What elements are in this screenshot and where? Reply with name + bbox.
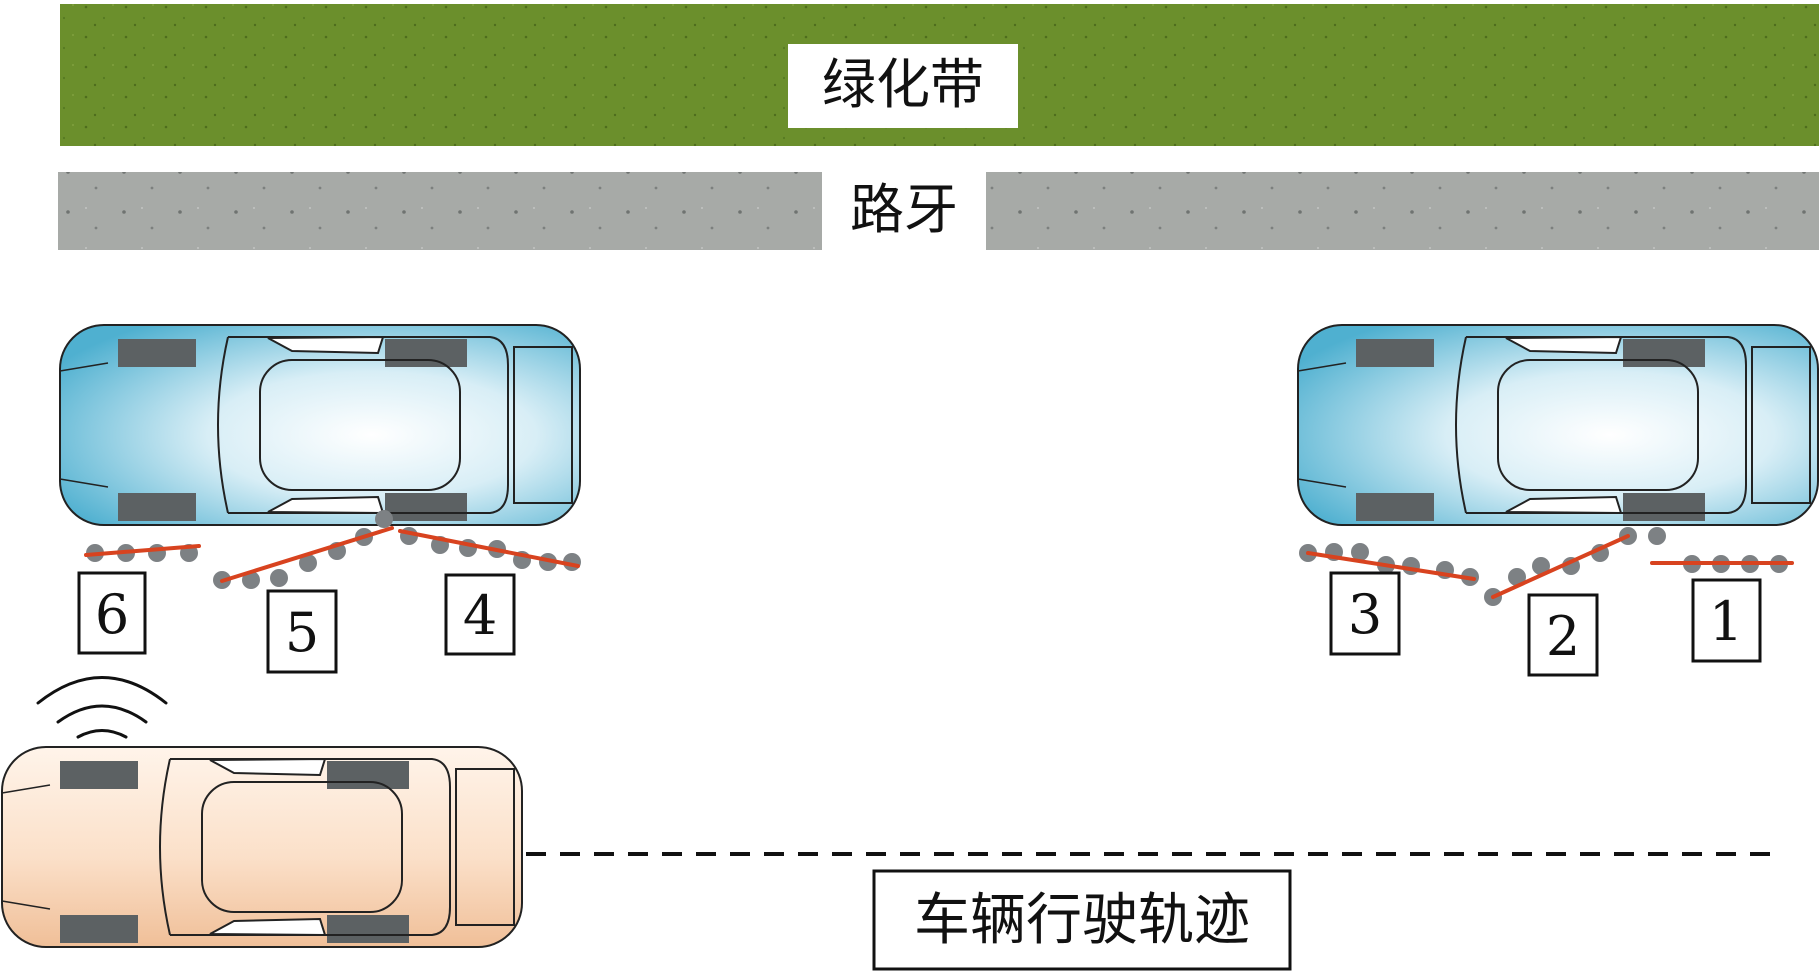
svg-text:4: 4 xyxy=(463,584,497,647)
parked-car-left xyxy=(59,324,581,526)
fit-line-6 xyxy=(84,544,201,557)
curb-label-box xyxy=(822,168,986,254)
echo-point xyxy=(1351,543,1369,561)
svg-text:2: 2 xyxy=(1546,605,1580,668)
fit-line-3 xyxy=(1306,551,1476,581)
fit-line-4 xyxy=(398,529,580,568)
echo-point xyxy=(1648,527,1666,545)
green-belt-label-box xyxy=(788,44,1018,128)
echo-point xyxy=(270,569,288,587)
curb-label: 路牙 xyxy=(850,178,958,241)
echo-point xyxy=(375,510,393,528)
svg-text:3: 3 xyxy=(1348,583,1382,646)
ego-car xyxy=(1,746,523,948)
segment-label-5: 5 xyxy=(266,589,338,674)
svg-text:6: 6 xyxy=(95,583,129,646)
segment-label-4: 4 xyxy=(444,573,516,656)
trajectory-label: 车辆行驶轨迹 xyxy=(872,869,1292,971)
echo-point xyxy=(1508,568,1526,586)
parked-car-right xyxy=(1297,324,1819,526)
echo-point xyxy=(299,554,317,572)
segment-label-1: 1 xyxy=(1691,578,1762,663)
fit-line-2 xyxy=(1491,534,1630,599)
svg-text:1: 1 xyxy=(1709,590,1743,653)
svg-text:5: 5 xyxy=(285,601,319,664)
echo-point xyxy=(1402,557,1420,575)
echo-point xyxy=(1532,557,1550,575)
green-belt-label: 绿化带 xyxy=(822,53,984,116)
segment-label-3: 3 xyxy=(1329,571,1401,656)
radar-wave-icon xyxy=(36,676,168,739)
echo-point xyxy=(148,544,166,562)
fit-lines xyxy=(84,526,1794,599)
fit-line-5 xyxy=(220,526,394,583)
echo-point xyxy=(242,571,260,589)
svg-text:车辆行驶轨迹: 车辆行驶轨迹 xyxy=(914,888,1250,953)
segment-label-2: 2 xyxy=(1527,593,1599,677)
segment-label-6: 6 xyxy=(77,571,147,655)
